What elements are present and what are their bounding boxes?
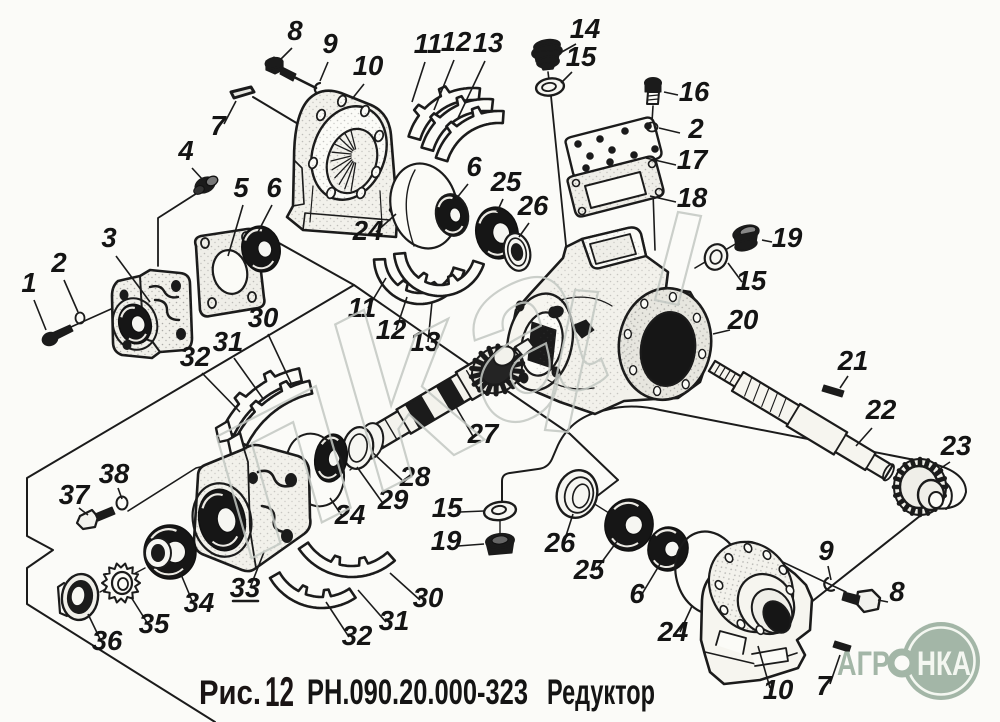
svg-text:24: 24 bbox=[657, 616, 689, 647]
svg-text:15: 15 bbox=[566, 41, 597, 72]
svg-text:9: 9 bbox=[322, 28, 338, 59]
svg-text:15: 15 bbox=[432, 492, 463, 523]
svg-text:32: 32 bbox=[342, 620, 373, 651]
svg-text:36: 36 bbox=[92, 625, 123, 656]
svg-text:23: 23 bbox=[940, 430, 972, 461]
svg-text:35: 35 bbox=[139, 608, 170, 639]
svg-text:19: 19 bbox=[772, 222, 803, 253]
svg-text:32: 32 bbox=[180, 341, 211, 372]
svg-text:6: 6 bbox=[466, 151, 482, 182]
svg-text:27: 27 bbox=[467, 418, 500, 449]
svg-text:5: 5 bbox=[233, 172, 249, 203]
svg-text:10: 10 bbox=[763, 674, 794, 705]
svg-text:24: 24 bbox=[352, 215, 384, 246]
svg-text:8: 8 bbox=[889, 576, 905, 607]
svg-text:НКА: НКА bbox=[917, 645, 971, 683]
svg-text:6: 6 bbox=[629, 578, 645, 609]
svg-text:31: 31 bbox=[213, 326, 244, 357]
svg-text:13: 13 bbox=[473, 27, 504, 58]
svg-text:6: 6 bbox=[266, 172, 282, 203]
svg-text:26: 26 bbox=[517, 190, 549, 221]
svg-text:31: 31 bbox=[379, 605, 410, 636]
svg-text:РН.090.20.000-323: РН.090.20.000-323 bbox=[307, 673, 528, 712]
svg-text:11: 11 bbox=[348, 292, 377, 323]
svg-text:34: 34 bbox=[184, 587, 215, 618]
svg-text:37: 37 bbox=[59, 479, 91, 510]
svg-text:16: 16 bbox=[679, 76, 710, 107]
svg-text:15: 15 bbox=[736, 265, 767, 296]
svg-text:11: 11 bbox=[414, 28, 443, 59]
svg-text:22: 22 bbox=[865, 394, 897, 425]
svg-text:25: 25 bbox=[573, 554, 605, 585]
svg-text:12: 12 bbox=[376, 314, 407, 345]
svg-text:21: 21 bbox=[837, 345, 869, 376]
svg-text:1: 1 bbox=[21, 267, 36, 298]
svg-text:19: 19 bbox=[431, 525, 462, 556]
svg-text:30: 30 bbox=[248, 302, 279, 333]
svg-text:12: 12 bbox=[265, 668, 294, 715]
svg-text:2: 2 bbox=[687, 113, 704, 144]
svg-text:25: 25 bbox=[490, 166, 522, 197]
svg-text:38: 38 bbox=[99, 458, 130, 489]
svg-text:10: 10 bbox=[353, 50, 384, 81]
svg-text:3: 3 bbox=[101, 222, 116, 253]
svg-text:29: 29 bbox=[377, 484, 409, 515]
svg-text:20: 20 bbox=[727, 304, 759, 335]
svg-text:13: 13 bbox=[410, 326, 441, 357]
svg-text:АГР: АГР bbox=[837, 645, 890, 683]
svg-text:33: 33 bbox=[230, 572, 261, 603]
svg-text:24: 24 bbox=[334, 499, 366, 530]
svg-text:2: 2 bbox=[50, 247, 67, 278]
svg-text:28: 28 bbox=[399, 461, 431, 492]
svg-text:26: 26 bbox=[544, 527, 576, 558]
svg-text:7: 7 bbox=[210, 110, 227, 141]
svg-text:7: 7 bbox=[816, 670, 833, 701]
svg-text:18: 18 bbox=[677, 182, 708, 213]
svg-text:4: 4 bbox=[177, 135, 193, 166]
svg-text:30: 30 bbox=[413, 582, 444, 613]
svg-text:Рис.: Рис. bbox=[199, 674, 261, 712]
svg-text:12: 12 bbox=[441, 26, 472, 57]
svg-text:8: 8 bbox=[287, 15, 303, 46]
svg-text:17: 17 bbox=[677, 144, 709, 175]
svg-text:14: 14 bbox=[570, 13, 601, 44]
svg-text:9: 9 bbox=[818, 535, 834, 566]
svg-text:Редуктор: Редуктор bbox=[547, 673, 655, 712]
